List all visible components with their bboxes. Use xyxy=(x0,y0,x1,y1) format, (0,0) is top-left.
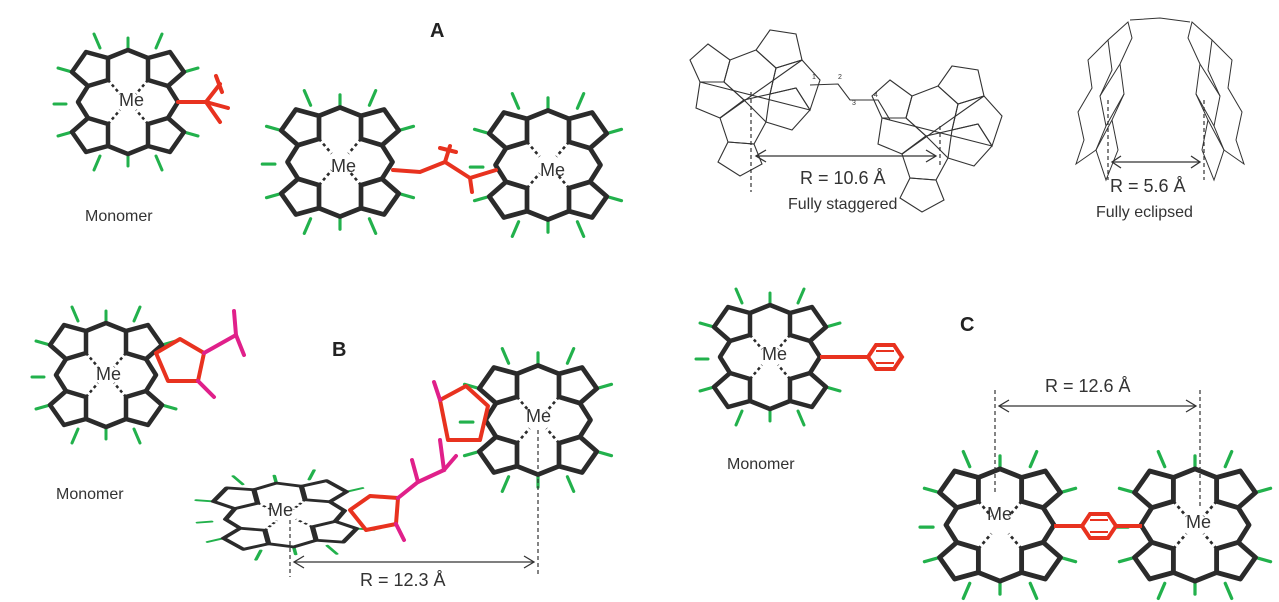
monomer-b xyxy=(32,307,246,443)
panel-b xyxy=(32,307,612,577)
monomer-label-a: Monomer xyxy=(85,208,153,225)
panel-c xyxy=(696,289,1271,598)
eclipsed-wireframe xyxy=(1075,17,1245,182)
metal-label-monomer-b: Me xyxy=(96,364,122,384)
monomer-label-b: Monomer xyxy=(56,486,124,503)
monomer-c xyxy=(696,289,905,425)
metal-label-dimer-a-left: Me xyxy=(331,156,357,176)
panel-b-distance-label: R = 12.3 Å xyxy=(360,570,446,590)
metal-label-dimer-a-right: Me xyxy=(540,160,566,180)
atom-number-1: 1 xyxy=(812,74,816,81)
metal-label-monomer-a: Me xyxy=(119,90,145,110)
metal-label-dimer-b-left: Me xyxy=(268,500,294,520)
monomer-a xyxy=(54,34,230,170)
panel-a-label: A xyxy=(430,20,445,42)
panel-c-distance-label: R = 12.6 Å xyxy=(1045,376,1131,396)
metal-label-dimer-b-right: Me xyxy=(526,406,552,426)
metal-label-dimer-c-left: Me xyxy=(987,504,1013,524)
eclipsed-caption: Fully eclipsed xyxy=(1096,204,1193,221)
eclipsed-distance-arrow xyxy=(1110,155,1202,169)
panel-a xyxy=(54,17,1245,237)
metal-label-dimer-c-right: Me xyxy=(1186,512,1212,532)
atom-number-3: 3 xyxy=(852,100,856,107)
eclipsed-distance-label: R = 5.6 Å xyxy=(1110,176,1186,196)
panel-c-distance-arrow xyxy=(997,399,1198,413)
dimer-a xyxy=(262,91,621,237)
staggered-distance-arrow xyxy=(754,149,938,163)
metal-label-monomer-c: Me xyxy=(762,344,788,364)
atom-number-2: 2 xyxy=(838,74,842,81)
dimer-b xyxy=(186,349,612,577)
panel-c-label: C xyxy=(960,314,975,336)
dimer-c xyxy=(920,390,1271,598)
atom-number-4: 4 xyxy=(874,92,878,99)
staggered-distance-label: R = 10.6 Å xyxy=(800,168,886,188)
staggered-wireframe xyxy=(689,29,1003,213)
staggered-caption: Fully staggered xyxy=(788,196,898,213)
panel-b-label: B xyxy=(332,339,347,361)
panel-b-distance-arrow xyxy=(292,555,536,569)
monomer-label-c: Monomer xyxy=(727,456,795,473)
